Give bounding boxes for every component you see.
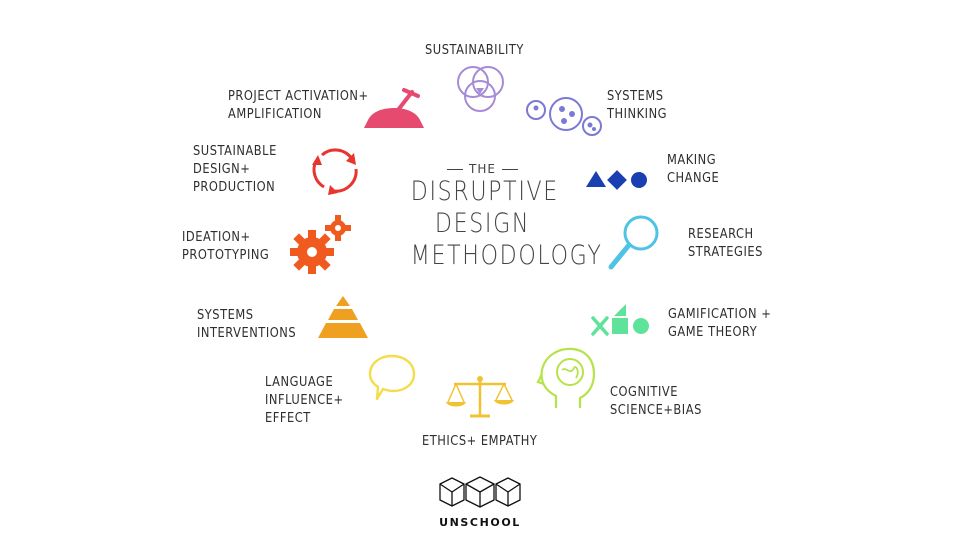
label-line: STRATEGIES <box>688 245 763 260</box>
unschool-logo-icon <box>439 476 521 508</box>
label-making-change: MAKING CHANGE <box>667 152 719 188</box>
label-line: SUSTAINABILITY <box>425 43 524 58</box>
label-sustainability: SUSTAINABILITY <box>425 42 524 60</box>
label-systems-interventions: SYSTEMS INTERVENTIONS <box>197 307 296 343</box>
label-line: PRODUCTION <box>193 180 276 195</box>
title-kicker: THE <box>395 162 570 176</box>
cycle-arrows-icon <box>312 148 358 195</box>
label-ethics-empathy: ETHICS+ EMPATHY <box>422 433 537 451</box>
label-line: SYSTEMS <box>197 308 254 323</box>
label-line: CHANGE <box>667 171 720 186</box>
title-line-3: METHODOLOGY <box>410 240 603 271</box>
label-line: RESEARCH <box>688 227 754 242</box>
venn-circles-icon <box>457 66 504 112</box>
label-line: DESIGN+ <box>193 162 251 177</box>
label-line: ETHICS+ EMPATHY <box>422 434 538 449</box>
logo-wordmark: UNSCHOOL <box>439 516 521 529</box>
label-research-strategies: RESEARCH STRATEGIES <box>688 226 763 262</box>
label-sustainable-design: SUSTAINABLE DESIGN+ PRODUCTION <box>193 143 277 197</box>
title-kicker-text: THE <box>469 162 496 176</box>
head-brain-icon <box>536 347 596 408</box>
label-ideation-prototyping: IDEATION+ PROTOTYPING <box>182 229 269 265</box>
diagram-title: THE DISRUPTIVE DESIGN METHODOLOGY <box>395 162 603 272</box>
label-cognitive-science: COGNITIVE SCIENCE+BIAS <box>610 384 702 420</box>
bubbles-icon <box>526 97 602 136</box>
gears-icon <box>290 215 351 274</box>
pyramid-icon <box>318 296 368 338</box>
label-line: SCIENCE+BIAS <box>610 403 702 418</box>
magnifier-icon <box>608 215 659 270</box>
shapes-icon <box>586 170 647 190</box>
plunger-icon <box>364 88 424 128</box>
label-line: COGNITIVE <box>610 385 678 400</box>
label-project-activation: PROJECT ACTIVATION+ AMPLIFICATION <box>228 88 369 124</box>
label-line: IDEATION+ <box>182 230 251 245</box>
label-systems-thinking: SYSTEMS THINKING <box>607 88 667 124</box>
scales-icon <box>446 376 514 418</box>
label-line: LANGUAGE <box>265 375 334 390</box>
speech-bubble-icon <box>368 354 416 401</box>
label-gamification: GAMIFICATION + GAME THEORY <box>668 306 771 342</box>
label-language-influence: LANGUAGE INFLUENCE+ EFFECT <box>265 374 344 428</box>
label-line: THINKING <box>607 107 668 122</box>
label-line: PROTOTYPING <box>182 248 270 263</box>
label-line: INFLUENCE+ <box>265 393 344 408</box>
label-line: SYSTEMS <box>607 89 664 104</box>
label-line: SUSTAINABLE <box>193 144 277 159</box>
game-pieces-icon <box>591 304 649 336</box>
label-line: GAMIFICATION + <box>668 307 772 322</box>
label-line: GAME THEORY <box>668 325 758 340</box>
unschool-logo: UNSCHOOL <box>432 474 528 529</box>
title-line-2: DESIGN <box>434 208 531 239</box>
label-line: EFFECT <box>265 411 311 426</box>
title-line-1: DISRUPTIVE <box>410 176 559 207</box>
label-line: PROJECT ACTIVATION+ <box>228 89 369 104</box>
label-line: INTERVENTIONS <box>197 326 297 341</box>
label-line: AMPLIFICATION <box>228 107 323 122</box>
label-line: MAKING <box>667 153 717 168</box>
